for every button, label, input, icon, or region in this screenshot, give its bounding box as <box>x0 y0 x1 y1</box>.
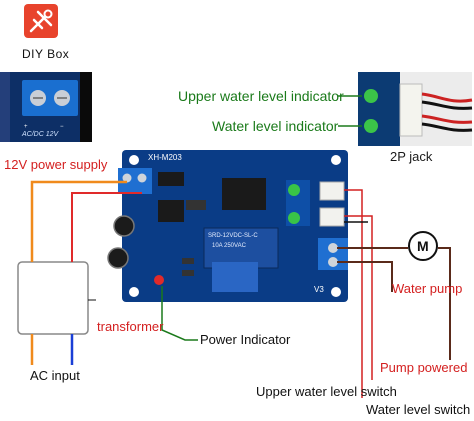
svg-text:−: − <box>60 124 64 130</box>
pump-powered-label: Pump powered <box>380 360 468 375</box>
transformer-shape <box>17 261 89 335</box>
inset-left-caption: AC/DC 12V <box>22 131 59 138</box>
upper-led <box>288 184 300 196</box>
water-indicator-label: Water level indicator <box>212 118 339 134</box>
transformer-label: transformer <box>97 319 164 334</box>
power-supply-label: 12V power supply <box>4 157 108 172</box>
water-pump-label: Water pump <box>392 281 463 296</box>
ic-chip <box>222 178 266 210</box>
inset-2p-jack <box>358 72 473 146</box>
relay <box>203 227 279 269</box>
inset-right-caption: 2P jack <box>390 149 433 164</box>
v3-label: V3 <box>314 285 324 294</box>
motor-symbol <box>408 231 438 261</box>
jack-lower <box>319 207 345 227</box>
upper-indicator-label: Upper water level indicator <box>178 88 344 104</box>
brand-name: DIY Box <box>22 47 70 61</box>
upper-switch-label: Upper water level switch <box>256 384 397 399</box>
inset-power-connector: + − <box>0 72 92 142</box>
xh-m203-board <box>107 150 348 302</box>
power-led <box>154 275 164 285</box>
relay-rating: 10A 250VAC <box>212 243 246 249</box>
ac-input-label: AC input <box>30 368 80 383</box>
diy-box-logo <box>24 4 58 38</box>
board-model: XH-M203 <box>148 153 182 162</box>
motor-label: M <box>417 238 429 254</box>
relay-text: SRD-12VDC-SL-C <box>208 233 258 239</box>
level-switch-label: Water level switch <box>366 402 471 417</box>
water-led <box>288 212 300 224</box>
svg-text:+: + <box>24 124 28 130</box>
power-indicator-label: Power Indicator <box>200 332 291 347</box>
jack-upper <box>319 181 345 201</box>
